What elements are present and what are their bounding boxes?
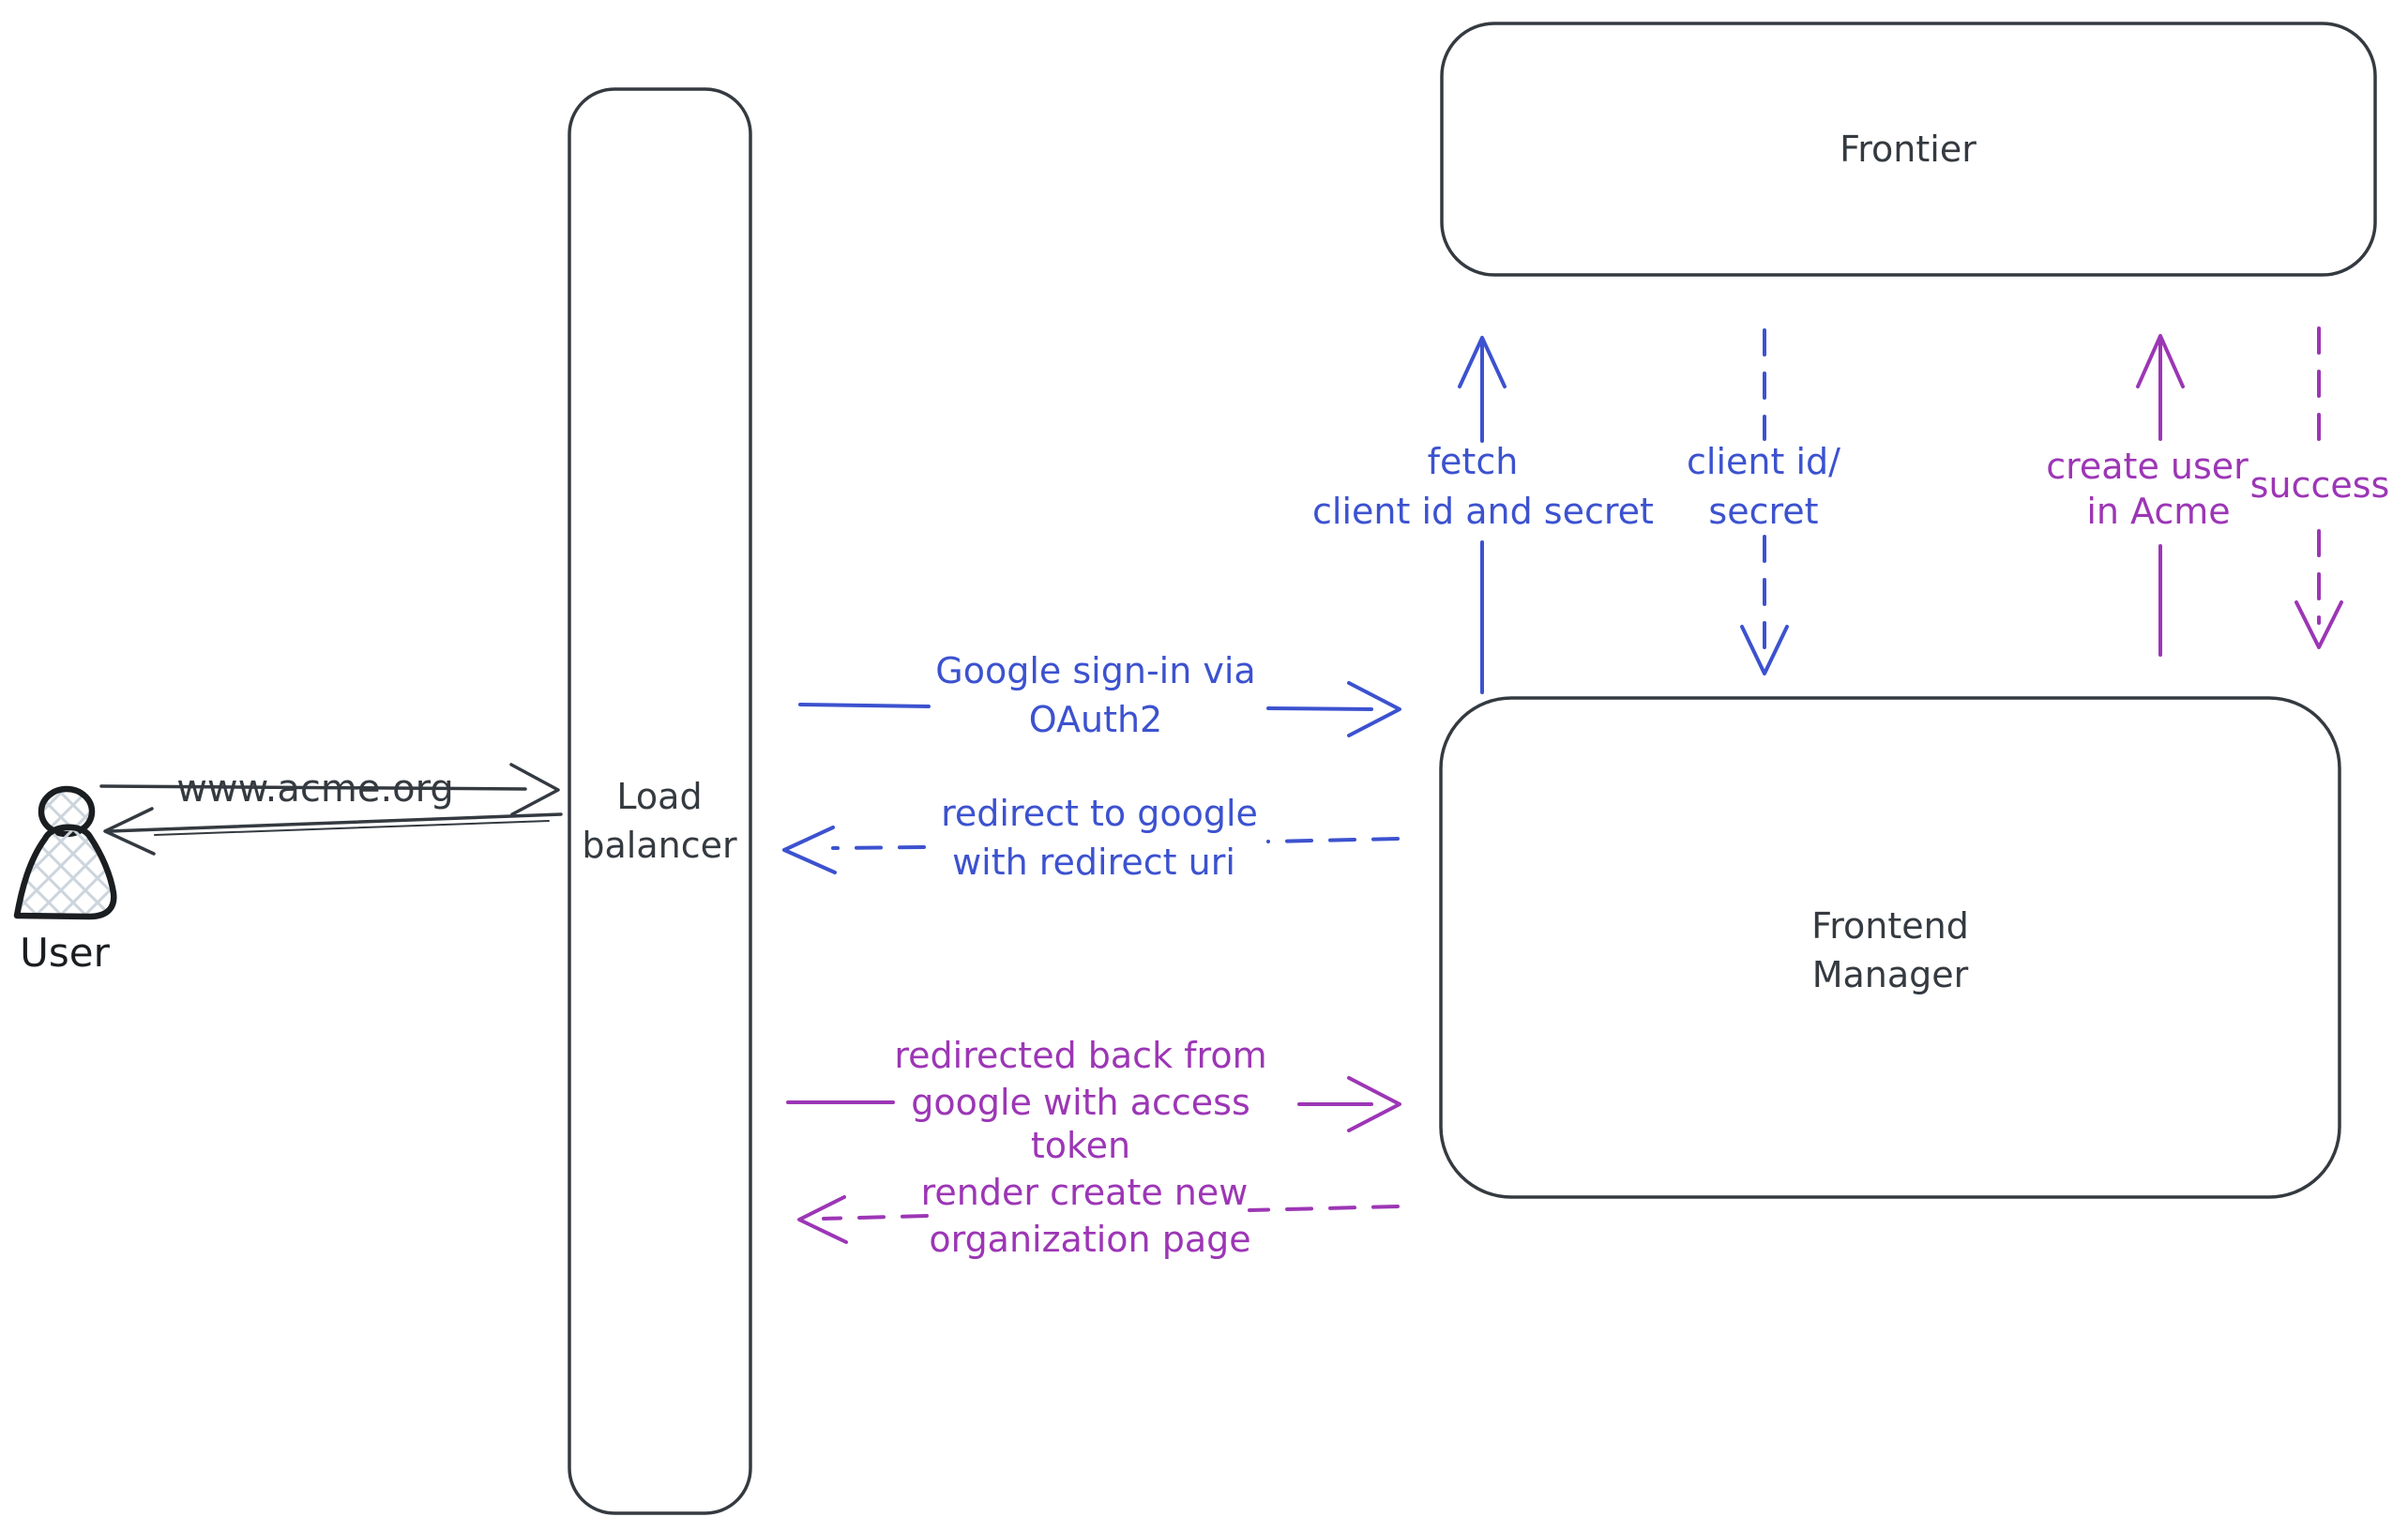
arrow-render-line-left: [822, 1214, 929, 1221]
arrow-redirect-label-line1: redirect to google: [941, 793, 1258, 834]
arrow-render-arrowhead: [797, 1195, 848, 1244]
arrow-create-user-label-line1: create user: [2046, 446, 2249, 487]
arrow-redirected-back-label-line1: redirected back from: [894, 1035, 1266, 1076]
arrow-fetch-arrowhead: [1458, 336, 1507, 388]
user-figure: User: [13, 785, 117, 976]
load-balancer-node: Load balancer: [568, 87, 752, 1515]
arrow-success: success: [2250, 326, 2390, 649]
arrow-redirected-back-label-line2: google with access: [911, 1082, 1250, 1123]
arrow-client-id-label-line1: client id/: [1687, 441, 1840, 482]
arrow-redirect-line-right: [1266, 837, 1400, 843]
arrow-fetch-label-line2: client id and secret: [1312, 491, 1654, 532]
arrow-response-line: [109, 812, 563, 833]
load-balancer-box: [568, 87, 752, 1515]
arrow-response-arrowhead: [103, 807, 156, 856]
load-balancer-label-line1: Load: [616, 776, 702, 817]
arrow-client-id-arrowhead: [1740, 625, 1789, 675]
user-body: [13, 824, 117, 920]
arrow-google-signin-arrowhead: [1347, 681, 1401, 737]
arrow-redirect-label-line2: with redirect uri: [952, 842, 1235, 883]
arrow-redirected-back: redirected back from google with access …: [786, 1035, 1401, 1166]
arrow-www-acme-label: www.acme.org: [176, 767, 454, 811]
arrow-google-signin-line-right: [1266, 706, 1373, 711]
arrow-render-label-line2: organization page: [929, 1219, 1250, 1260]
load-balancer-label-line2: balancer: [582, 825, 737, 866]
arrow-redirected-back-arrowhead: [1347, 1076, 1401, 1132]
arrow-render-label-line1: render create new: [921, 1172, 1249, 1213]
arrow-redirect-to-google: redirect to google with redirect uri: [782, 793, 1400, 883]
arrow-render-org-page: render create new organization page: [797, 1172, 1400, 1260]
frontend-manager-node: Frontend Manager: [1439, 696, 2341, 1199]
arrow-create-user: create user in Acme: [2046, 334, 2249, 657]
arrow-www-acme-arrowhead: [509, 763, 560, 816]
arrow-fetch-label-line1: fetch: [1428, 441, 1519, 482]
arrow-render-line-right: [1248, 1205, 1400, 1212]
arrow-success-label: success: [2250, 464, 2390, 506]
frontier-box: [1440, 22, 2377, 277]
arrow-google-signin-label-line2: OAuth2: [1029, 699, 1162, 740]
arrow-redirected-back-label-line3: token: [1031, 1125, 1130, 1166]
frontend-manager-label-line1: Frontend: [1811, 905, 1969, 947]
arrow-www-acme-line: [99, 784, 527, 791]
arrow-google-signin-label-line1: Google sign-in via: [935, 650, 1255, 691]
arrow-www-acme: www.acme.org: [99, 763, 560, 816]
arrow-redirect-line-left: [831, 845, 926, 850]
arrow-success-arrowhead: [2294, 600, 2343, 649]
arrow-redirect-arrowhead: [782, 826, 837, 874]
arrow-response-to-user: [103, 807, 563, 856]
arrow-create-user-arrowhead: [2136, 334, 2185, 388]
arrow-google-signin-line-left: [798, 703, 931, 708]
arrow-create-user-label-line2: in Acme: [2086, 491, 2230, 532]
arrow-client-id-secret: client id/ secret: [1687, 328, 1840, 675]
arrow-response-line-overdraw: [154, 820, 550, 836]
arrow-fetch-client-secret: fetch client id and secret: [1312, 336, 1654, 694]
frontend-manager-box: [1439, 696, 2341, 1199]
arrow-client-id-label-line2: secret: [1708, 491, 1818, 532]
frontend-manager-label-line2: Manager: [1812, 954, 1969, 995]
frontier-node: Frontier: [1440, 22, 2377, 277]
user-label: User: [20, 930, 110, 976]
arrow-google-signin: Google sign-in via OAuth2: [798, 650, 1401, 740]
frontier-label: Frontier: [1840, 129, 1976, 170]
